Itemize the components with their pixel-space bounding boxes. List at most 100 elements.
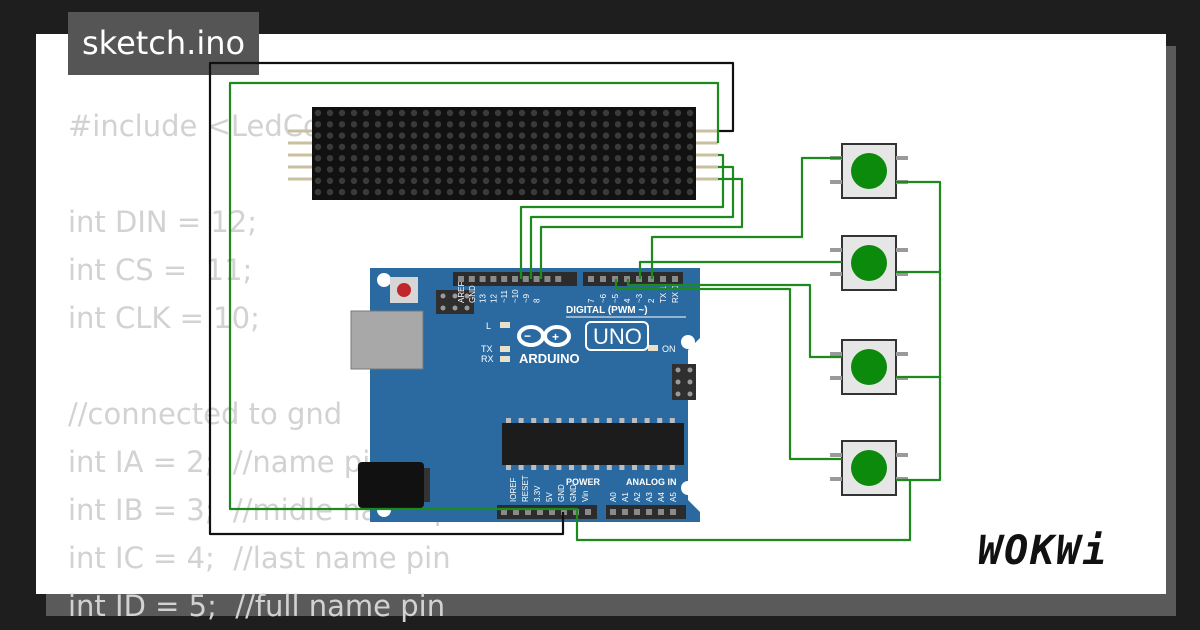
header-hole[interactable] [458,276,464,282]
push-button-cap[interactable] [851,349,887,385]
header-hole[interactable] [490,276,497,282]
header-hole[interactable] [660,276,666,282]
header-hole[interactable] [646,509,652,515]
led-dot [554,188,562,196]
header-hole[interactable] [537,509,543,515]
reset-button-cap[interactable] [397,283,411,297]
led-dot [626,109,634,117]
code-line: int ID = 5; //full name pin [68,589,446,623]
header-hole[interactable] [501,509,507,515]
led-dot [482,121,490,128]
led-dot [338,132,346,139]
header-hole[interactable] [513,509,519,515]
header-hole[interactable] [588,276,594,282]
push-button-cap[interactable] [851,153,887,189]
led-dot [458,177,466,184]
power-pin-label: Vin [581,491,590,502]
analog-pin-label: A4 [657,492,666,502]
push-button[interactable] [830,235,908,291]
file-name-tab[interactable]: sketch.ino [68,12,260,75]
led-dot [458,109,466,117]
led-matrix-module[interactable] [288,107,718,200]
l-led [500,322,510,328]
header-hole[interactable] [525,509,531,515]
led-dot [350,188,358,196]
digital-pin-label: 2 [647,298,656,303]
led-dot [470,177,478,184]
digital-pin-label: 4 [623,298,632,303]
led-dot [542,166,550,173]
header-hole[interactable] [585,509,591,515]
led-dot [578,109,586,117]
led-dot [614,188,622,196]
led-dot [446,166,454,173]
chip-pin [669,418,675,423]
led-dot [434,155,442,162]
header-hole[interactable] [501,276,508,282]
push-button[interactable] [830,440,908,496]
header-hole[interactable] [670,509,676,515]
header-hole[interactable] [600,276,606,282]
led-dot [398,143,406,151]
digital-pin-label: 12 [489,294,498,303]
header-hole[interactable] [549,509,555,515]
led-dot [494,155,502,162]
header-hole[interactable] [522,276,529,282]
header-hole[interactable] [634,509,640,515]
header-hole[interactable] [544,276,551,282]
power-pin-label: 5V [545,492,554,502]
tx-led [500,346,510,352]
led-dot [398,109,406,117]
led-dot [314,177,322,184]
chip-pin [556,465,562,470]
led-dot [542,143,550,151]
led-dot [638,143,646,151]
header-hole[interactable] [610,509,616,515]
led-dot [326,143,334,151]
led-dot [494,132,502,139]
header-hole[interactable] [479,276,486,282]
led-dot [374,109,382,117]
led-dot [458,155,466,162]
header-hole[interactable] [672,276,678,282]
header-hole[interactable] [622,509,628,515]
led-dot [446,155,454,162]
led-dot [422,109,430,117]
led-dot [650,121,658,128]
led-dot [470,188,478,196]
header-hole[interactable] [555,276,562,282]
header-hole[interactable] [658,509,664,515]
led-dot [314,155,322,162]
led-dot [422,121,430,128]
led-dot [566,109,574,117]
led-dot [422,143,430,151]
led-dot [482,177,490,184]
led-dot [554,166,562,173]
led-dot [338,166,346,173]
led-dot [602,121,610,128]
led-dot [386,121,394,128]
led-dot [542,155,550,162]
led-dot [614,177,622,184]
header-hole[interactable] [512,276,518,282]
wire-button-3 [626,279,842,359]
l-led-label: L [486,321,491,331]
chip-pin [531,418,537,423]
led-dot [518,177,526,184]
push-button[interactable] [830,143,908,199]
header-hole[interactable] [468,276,475,282]
arduino-infinity-logo [517,325,571,347]
led-dot [398,166,406,173]
led-dot [494,177,502,184]
led-dot [350,109,358,117]
push-button-cap[interactable] [851,245,887,281]
digital-pin-label: ~6 [599,293,608,303]
push-button-cap[interactable] [851,450,887,486]
led-dot [686,177,694,184]
push-button[interactable] [830,339,908,395]
chip-pin [543,418,549,423]
header-hole[interactable] [533,276,540,282]
led-dot [530,121,538,128]
